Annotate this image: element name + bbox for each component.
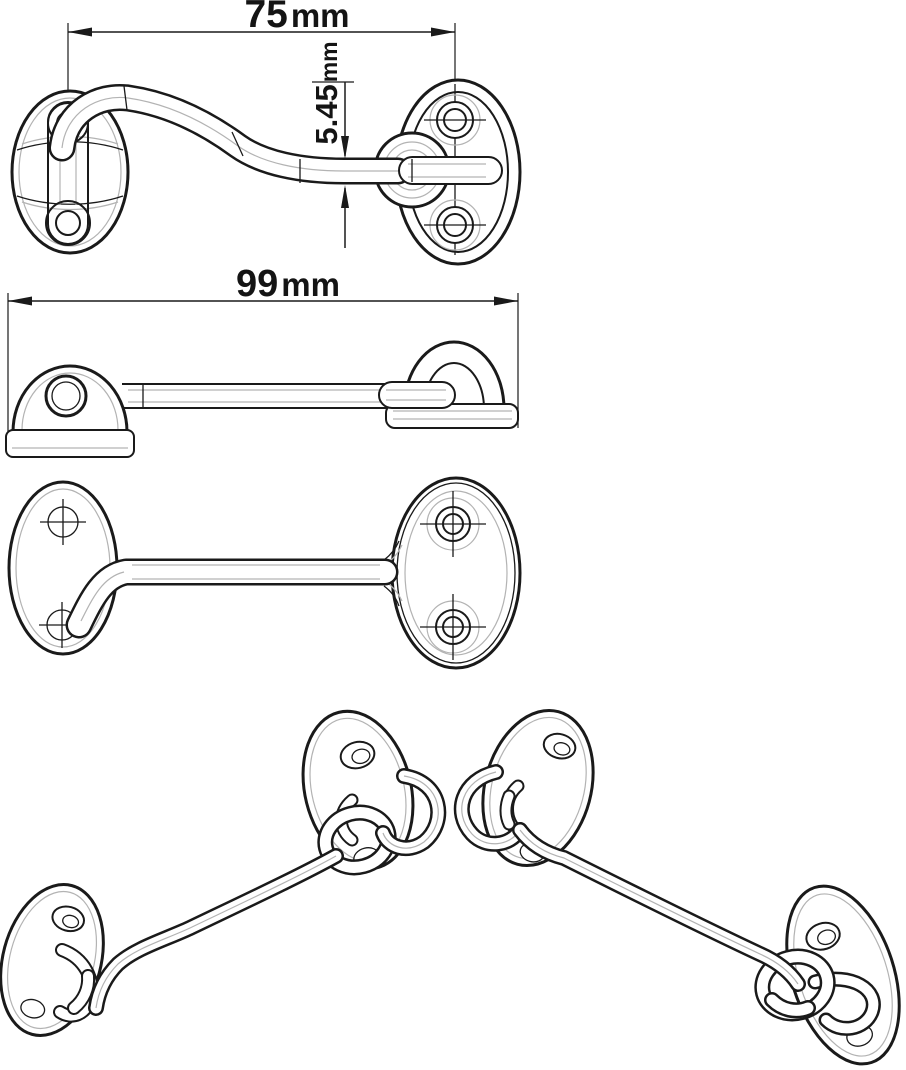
eye-base [5,429,135,458]
latch-pin-side [378,381,456,409]
arrowhead-up [341,185,349,208]
screw-hole [420,491,486,557]
dimension-plate-span: 75mm [67,0,456,92]
hook-rod-top-view [48,83,503,185]
staple-bottom-ring-inner [55,210,81,236]
latch-pin [398,156,503,185]
eye-hole [44,374,88,418]
eye-hole-inner [51,381,81,411]
mounting-oval-inner [18,97,122,247]
eye-plate-top-view [10,89,130,255]
dimension-overall-length: 99mm [7,263,519,446]
rod-centerline [61,96,398,172]
dimension-label-5-45mm: 5.45mm [309,41,344,144]
mounting-oval-inner [404,490,508,656]
arrowhead-left [8,296,32,306]
rod-segment-ticks [123,85,301,183]
screw-hole [805,921,841,951]
plate-ridge [16,195,124,205]
bottom-view [7,476,522,670]
rod-centerline [95,855,337,1009]
hook-plate-top-view [373,78,522,266]
screw-hole [51,905,85,933]
rod-detail [132,564,380,580]
screw-hole [20,998,46,1019]
screw-hole [40,499,86,545]
rod-side [122,383,390,409]
perspective-view-right [453,708,901,1066]
eye-plate-3d [0,883,105,1037]
arrowhead-right [431,27,455,37]
rod-detail [128,389,386,403]
rod-flare [383,540,400,607]
screw-hole [542,732,577,760]
screw-hole [424,94,486,146]
rod-bottom-view [65,558,399,639]
rod-elbow-centerline [80,571,125,622]
side-view: 99mm [5,263,519,458]
top-view: 75mm 5.45mm [10,0,522,266]
eye-plate-bottom-view [7,480,119,656]
rod-centerline [519,829,799,985]
staple-bottom-ring [45,200,91,246]
rod-outline [122,383,390,409]
arrowhead-left [68,27,92,37]
hook-plate-bottom-view [383,476,522,670]
dimension-label-99mm: 99mm [236,263,340,305]
hook-tip-centerline [382,775,439,849]
eye-dome [11,364,129,434]
latch-pin-detail [408,163,486,178]
plate-ridge-shadow [21,201,119,211]
arrowhead-down [341,136,349,159]
eye-plate-side [5,364,135,458]
dimension-label-75mm: 75mm [244,0,349,36]
base-plate-detail [393,410,512,420]
eye-dome-inner [21,372,119,431]
perspective-view-left [0,709,447,1037]
screw-hole [424,199,486,251]
latch-pin-side-detail [386,389,446,401]
arrowhead-right [494,296,518,306]
hook-tip-centerline [461,771,521,845]
screw-hole [420,594,486,660]
mounting-oval [10,89,130,255]
screw-hole [339,740,376,770]
dimension-rod-thickness: 5.45mm [309,41,354,248]
